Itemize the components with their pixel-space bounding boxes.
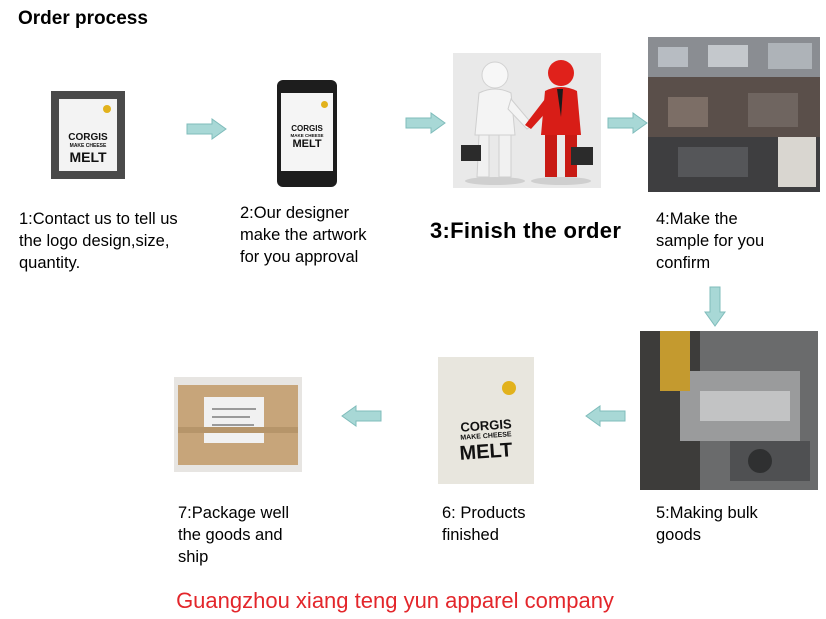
handshake-image xyxy=(453,53,601,188)
logo-badge-icon xyxy=(502,381,516,395)
shipping-package-image xyxy=(174,377,302,472)
logo-line-1: CORGIS xyxy=(281,125,333,133)
arrow-left-icon xyxy=(584,405,626,427)
step-2-text: 2:Our designer make the artwork for you … xyxy=(240,202,367,268)
logo-line-3: MELT xyxy=(438,439,534,466)
step-5-text: 5:Making bulk goods xyxy=(656,502,758,546)
arrow-down-icon xyxy=(704,286,726,328)
step-3-text: 3:Finish the order xyxy=(430,218,621,244)
step-7-text: 7:Package well the goods and ship xyxy=(178,502,289,568)
step-4-text: 4:Make the sample for you confirm xyxy=(656,208,764,274)
factory-workshop-image xyxy=(648,37,820,192)
logo-line-3: MELT xyxy=(59,150,117,164)
logo-line-3: MELT xyxy=(281,139,333,150)
step-1-text: 1:Contact us to tell us the logo design,… xyxy=(19,208,178,274)
finished-product-bag-image: CORGIS MAKE CHEESE MELT xyxy=(438,357,534,484)
logo-sign-image: CORGIS MAKE CHEESE MELT xyxy=(51,91,125,179)
step-6-text: 6: Products finished xyxy=(442,502,525,546)
logo-badge-icon xyxy=(103,105,111,113)
arrow-right-icon xyxy=(607,112,649,134)
printing-machine-image xyxy=(640,331,818,490)
company-name: Guangzhou xiang teng yun apparel company xyxy=(0,588,790,614)
logo-line-1: CORGIS xyxy=(59,133,117,143)
arrow-left-icon xyxy=(340,405,382,427)
logo-badge-icon xyxy=(321,101,328,108)
arrow-right-icon xyxy=(186,118,228,140)
phone-mockup-image: CORGIS MAKE CHEESE MELT xyxy=(277,80,337,187)
page-title: Order process xyxy=(18,8,148,30)
arrow-right-icon xyxy=(405,112,447,134)
